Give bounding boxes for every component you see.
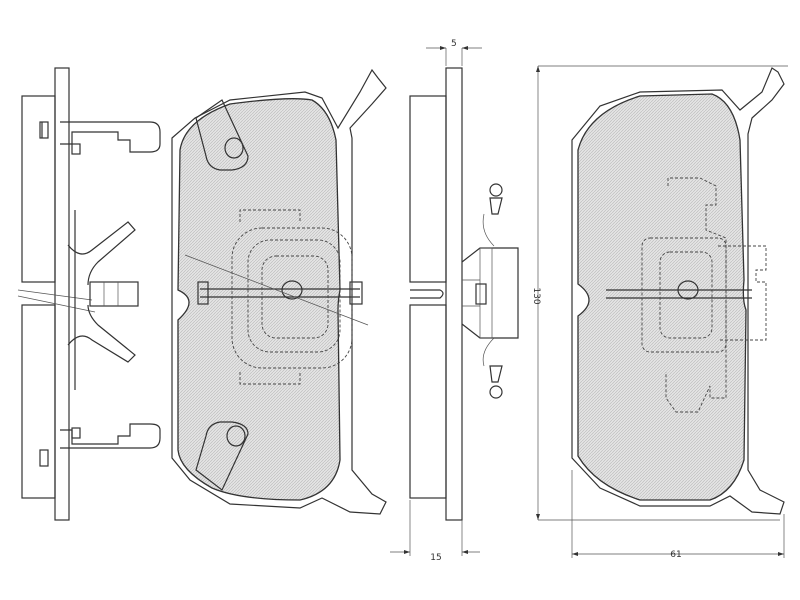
dimension-bottom-thickness: 15	[390, 500, 480, 563]
dimension-label-width: 61	[670, 550, 681, 560]
dimension-top-thickness: 5	[426, 39, 482, 66]
dimension-label-bottom: 15	[430, 553, 441, 563]
side-view-center	[409, 67, 519, 521]
side-view-left	[17, 67, 161, 521]
front-view-pad-right	[571, 67, 785, 515]
dimension-label-height: 130	[531, 287, 541, 304]
dimension-height: 130	[531, 65, 788, 521]
front-view-pad-left	[171, 68, 387, 515]
dimension-label-top: 5	[451, 39, 457, 49]
dimension-width: 61	[571, 470, 785, 560]
